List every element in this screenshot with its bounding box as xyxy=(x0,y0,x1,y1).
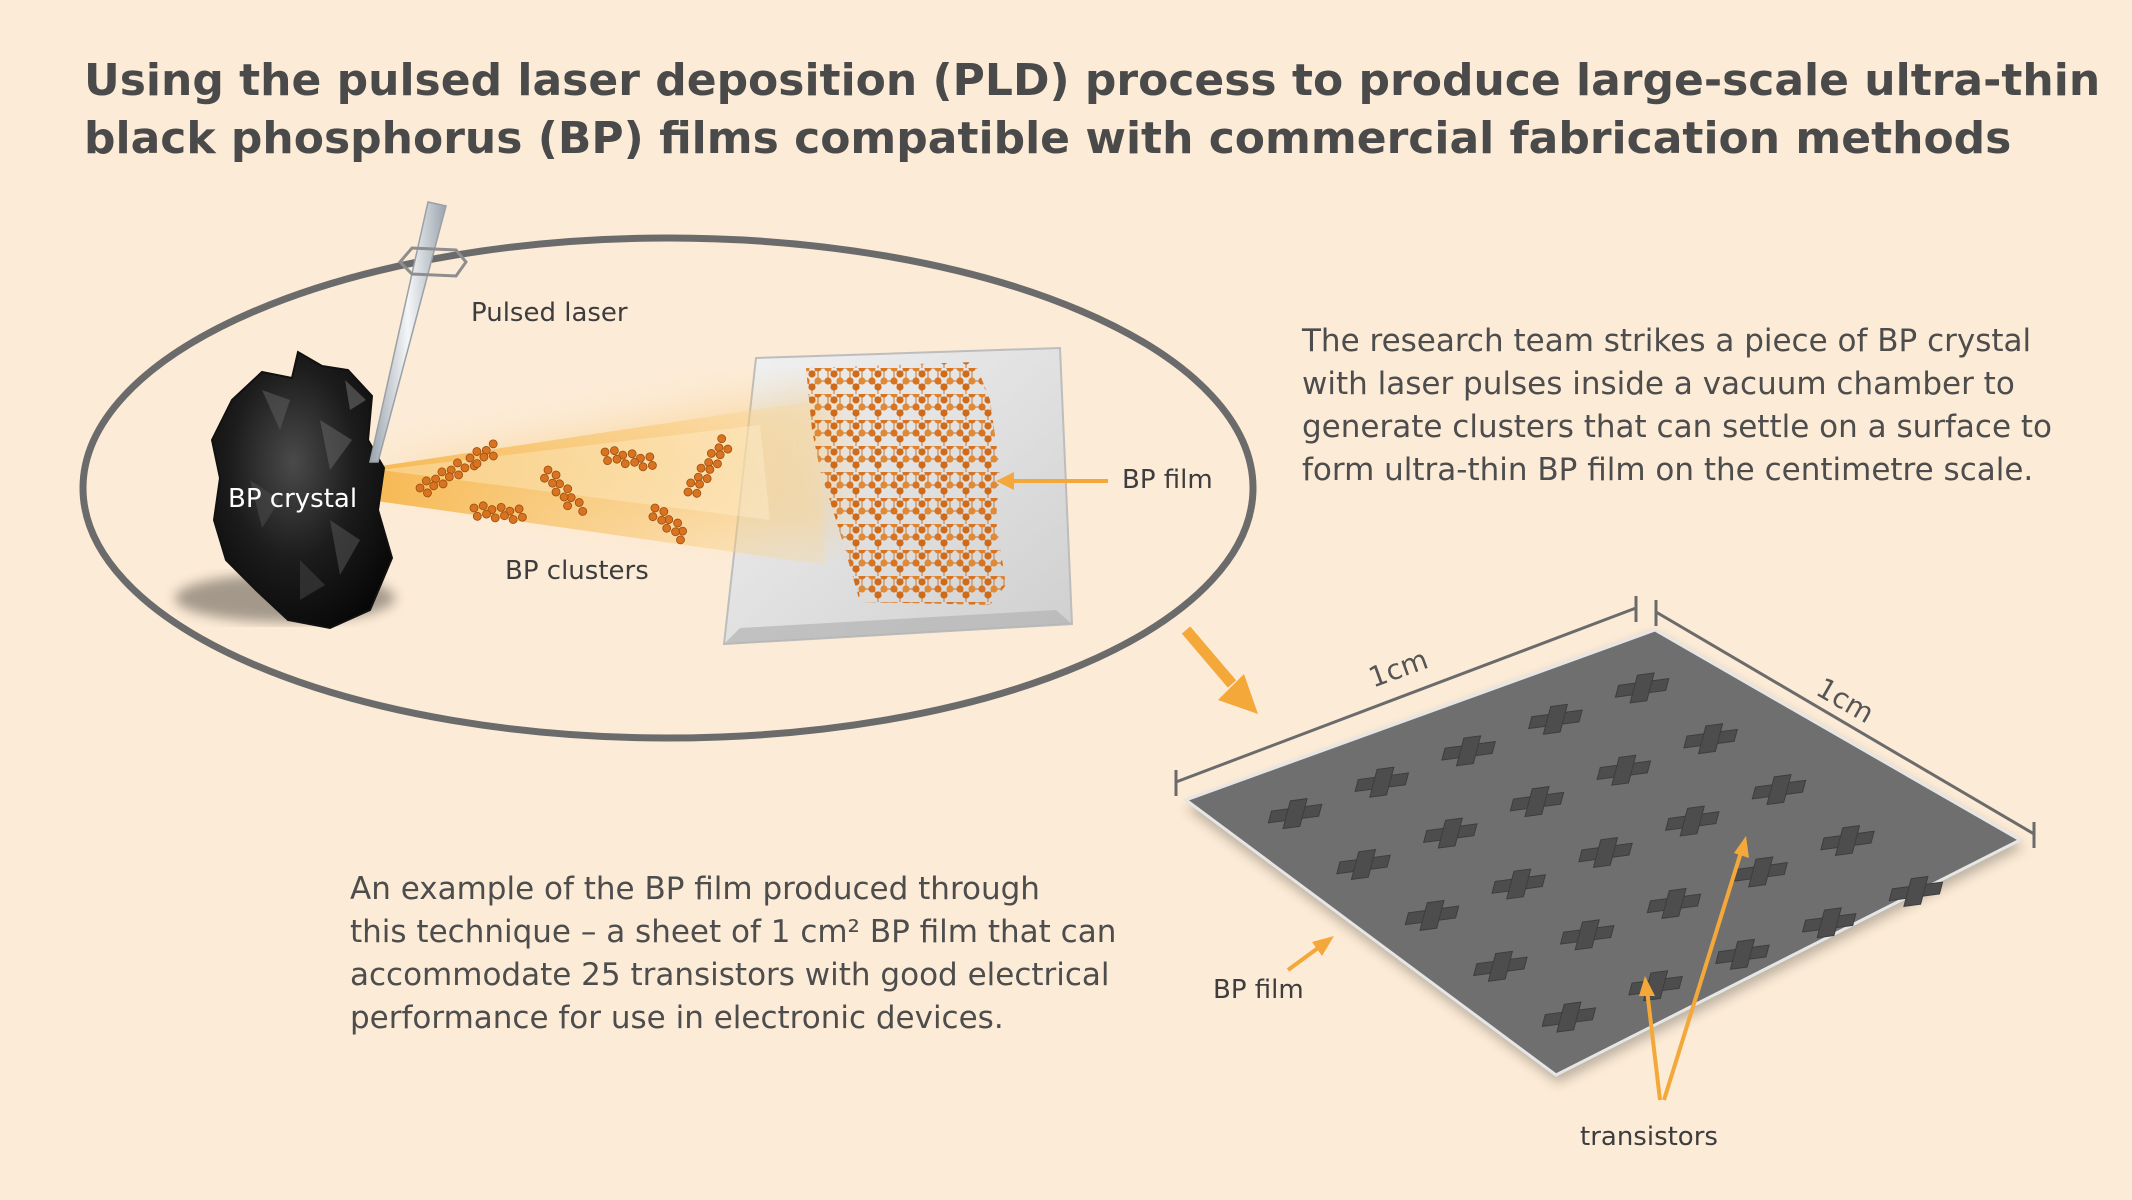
description-process-line: with laser pulses inside a vacuum chambe… xyxy=(1302,366,2015,402)
transistor xyxy=(1578,836,1633,869)
pulsed-laser-label: Pulsed laser xyxy=(471,298,628,328)
description-sheet-line: this technique – a sheet of 1 cm² BP fil… xyxy=(350,914,1117,950)
dimension-depth xyxy=(1654,600,2036,848)
description-sheet-line: An example of the BP film produced throu… xyxy=(350,871,1040,907)
bp-crystal-rock xyxy=(175,350,395,630)
description-process-line: The research team strikes a piece of BP … xyxy=(1302,323,2032,359)
transistor xyxy=(1473,950,1528,982)
transistors-label: transistors xyxy=(1580,1122,1718,1152)
transistor xyxy=(1646,887,1702,919)
description-sheet-line: accommodate 25 transistors with good ele… xyxy=(350,957,1110,993)
transistor xyxy=(1888,875,1944,907)
bp-clusters-label: BP clusters xyxy=(505,556,649,586)
transistor xyxy=(1715,938,1770,970)
description-sheet: An example of the BP film produced throu… xyxy=(350,868,1116,1040)
bp-film-chamber-label: BP film xyxy=(1122,465,1213,495)
bp-film-sheet-pointer xyxy=(1286,936,1334,972)
transistor xyxy=(1404,899,1460,931)
transistor xyxy=(1801,907,1857,939)
bp-film-sheet xyxy=(1182,628,2024,1083)
transistor xyxy=(1541,1001,1597,1033)
transistor xyxy=(1528,703,1583,735)
vacuum-chamber-outline xyxy=(79,234,1257,742)
laser-plume xyxy=(365,385,840,565)
transistor xyxy=(1491,868,1547,900)
transistor-grid xyxy=(1267,672,1944,1033)
transistor xyxy=(1422,817,1478,849)
transistor xyxy=(1683,723,1738,755)
description-sheet-line: performance for use in electronic device… xyxy=(350,1000,1004,1036)
transistors-pointer xyxy=(1639,836,1749,1101)
title-line-2: black phosphorus (BP) films compatible w… xyxy=(84,113,2012,164)
bp-crystal-label: BP crystal xyxy=(228,484,358,514)
transistor xyxy=(1559,919,1615,951)
transistor xyxy=(1354,766,1410,798)
bp-film-chamber-pointer xyxy=(996,472,1108,490)
pulsed-laser-rod xyxy=(369,201,468,463)
transistor xyxy=(1509,786,1565,818)
dimension-width xyxy=(1174,596,1638,796)
page-title: Using the pulsed laser deposition (PLD) … xyxy=(84,52,2101,168)
chamber-to-sheet-arrow xyxy=(1181,626,1258,714)
transistor xyxy=(1751,774,1807,806)
transistor xyxy=(1596,754,1652,786)
transistor xyxy=(1267,798,1323,830)
title-line-1: Using the pulsed laser deposition (PLD) … xyxy=(84,55,2101,106)
transistor xyxy=(1820,824,1875,857)
transistor xyxy=(1614,672,1670,704)
description-process-line: form ultra-thin BP film on the centimetr… xyxy=(1302,452,2034,488)
bp-film-sheet-label: BP film xyxy=(1213,975,1304,1005)
description-process-line: generate clusters that can settle on a s… xyxy=(1302,409,2053,445)
description-process: The research team strikes a piece of BP … xyxy=(1302,320,2052,492)
transistor xyxy=(1441,735,1496,767)
transistor xyxy=(1664,805,1720,837)
bp-clusters xyxy=(415,434,733,545)
transistor xyxy=(1336,848,1391,881)
transistor xyxy=(1733,856,1789,888)
